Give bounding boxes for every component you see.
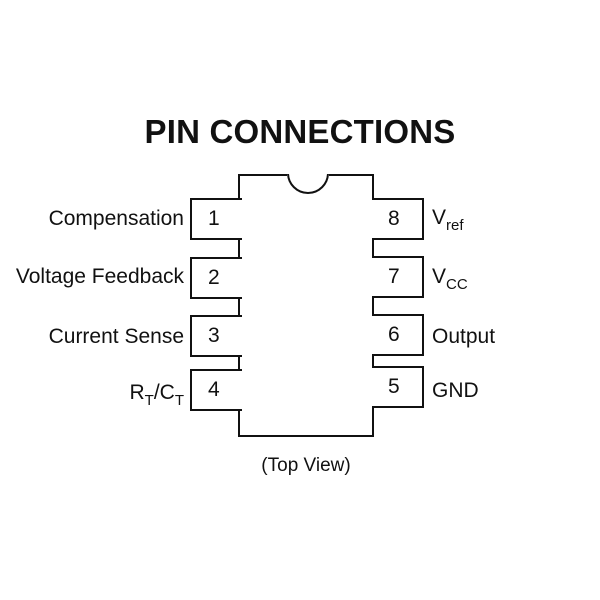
pin-1-box: 1 bbox=[190, 198, 242, 240]
view-caption: (Top View) bbox=[261, 455, 351, 476]
pin-7-label: VCC bbox=[432, 264, 468, 293]
pin-2-box: 2 bbox=[190, 257, 242, 299]
pin-4-box: 4 bbox=[190, 369, 242, 411]
pin-8-label-main: V bbox=[432, 206, 447, 229]
pin-3-label: Current Sense bbox=[48, 325, 184, 348]
pin-8-label-sub: ref bbox=[446, 217, 464, 234]
pin-8-label: Vref bbox=[432, 205, 464, 234]
pin-4-label-sep: /C bbox=[153, 381, 175, 404]
pin-1-label: Compensation bbox=[48, 207, 184, 230]
pin-3-box: 3 bbox=[190, 315, 242, 357]
diagram-title: PIN CONNECTIONS bbox=[144, 113, 456, 150]
ic-body-top-edge-right bbox=[329, 174, 374, 176]
pin-7-box: 7 bbox=[372, 256, 424, 298]
pin-6-label: Output bbox=[432, 325, 496, 348]
pin-4-label: RT/CT bbox=[129, 380, 184, 409]
pin-7-label-sub: CC bbox=[446, 276, 468, 293]
pin-6-box: 6 bbox=[372, 314, 424, 356]
ic-body-top-edge-left bbox=[238, 174, 287, 176]
pin-4-label-sub2: T bbox=[174, 392, 184, 409]
pin1-notch bbox=[287, 174, 329, 194]
pin-5-label: GND bbox=[432, 379, 479, 402]
pin-4-label-sub1: T bbox=[144, 392, 154, 409]
pin-7-label-main: V bbox=[432, 265, 447, 288]
pin-2-label: Voltage Feedback bbox=[15, 265, 184, 288]
pin-8-box: 8 bbox=[372, 198, 424, 240]
pin-5-box: 5 bbox=[372, 366, 424, 408]
ic-body-outline bbox=[238, 174, 374, 437]
pin-4-label-main1: R bbox=[129, 381, 145, 404]
